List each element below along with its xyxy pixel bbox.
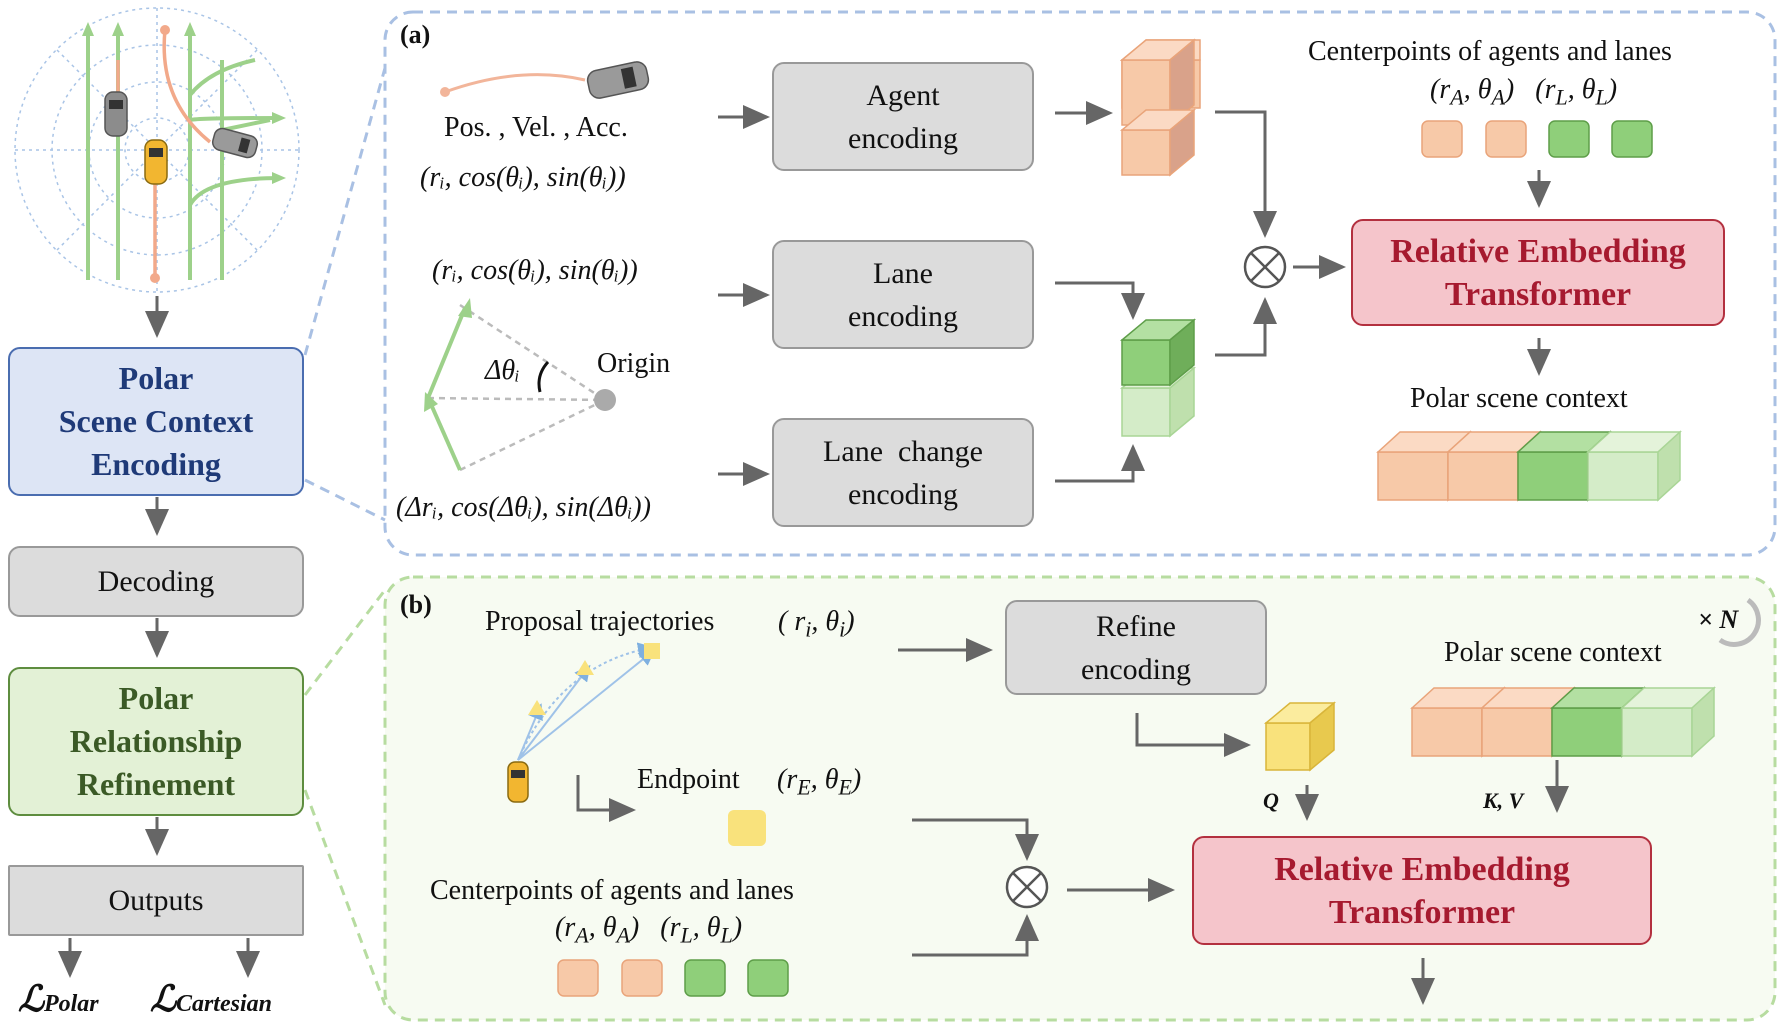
relative-embedding-transformer-b: Relative Embedding Transformer (1192, 836, 1652, 945)
loss-polar: ℒPolar (18, 978, 99, 1020)
outputs-box: Outputs (8, 865, 304, 936)
transformer-b-line2: Transformer (1328, 893, 1516, 931)
centerpoints-math-a: (rA, θA) (rL, θL) (1430, 74, 1618, 110)
polar-rel-line1: Polar (118, 680, 194, 716)
transformer-a-line2: Transformer (1444, 275, 1632, 313)
endpoint-label: Endpoint (637, 764, 740, 795)
panel-b-tag: (b) (400, 590, 432, 619)
repeat-n-label: × N (1698, 605, 1739, 634)
loss-cartesian: ℒCartesian (150, 978, 272, 1020)
repeat-icon (1718, 597, 1761, 647)
loss-cartesian-symbol: ℒ (150, 979, 176, 1019)
lane-feature-cubes (1119, 318, 1197, 438)
lane-change-encoding-box: Lane change encoding (772, 418, 1034, 527)
refine-encoding-line1: Refine (1096, 609, 1176, 643)
polar-scene-context-cubes-b (1410, 686, 1716, 758)
polar-scene-context-label-a: Polar scene context (1410, 383, 1628, 414)
centerpoints-math-b: (rA, θA) (rL, θL) (555, 912, 743, 948)
endpoint-math: (rE, θE) (777, 764, 862, 800)
lane-change-feature-math: (Δrᵢ, cos(Δθᵢ), sin(Δθᵢ)) (396, 492, 651, 523)
polar-relationship-refinement-box: Polar Relationship Refinement (8, 667, 304, 816)
kv-label: K, V (1483, 788, 1524, 813)
polar-rel-line2: Relationship (69, 723, 243, 759)
lane-feature-math: (rᵢ, cos(θᵢ), sin(θᵢ)) (432, 255, 638, 286)
panel-a-tag: (a) (400, 20, 431, 49)
q-label: Q (1263, 788, 1279, 813)
agent-feature-cubes (1119, 38, 1201, 177)
polar-scene-context-cubes-a (1376, 430, 1682, 502)
proposal-trajectories-label: Proposal trajectories (485, 606, 715, 637)
lane-encoding-box: Lane encoding (772, 240, 1034, 349)
panel-a-frame (383, 10, 1777, 557)
relative-embedding-transformer-a: Relative Embedding Transformer (1351, 219, 1725, 326)
polar-scene-illustration (14, 7, 300, 293)
agent-encoding-box: Agent encoding (772, 62, 1034, 171)
lane-encoding-line2: encoding (848, 299, 958, 333)
polar-scene-line2: Scene Context (58, 403, 254, 439)
centerpoints-label-a: Centerpoints of agents and lanes (1308, 36, 1672, 67)
query-cube (1263, 701, 1337, 772)
agent-encoding-line2: encoding (848, 121, 958, 155)
delta-theta-label: Δθᵢ (485, 355, 520, 386)
decoding-label: Decoding (97, 565, 215, 598)
polar-scene-context-label-b: Polar scene context (1444, 637, 1662, 668)
endpoint-square (728, 810, 766, 846)
proposal-math: ( ri, θi) (778, 606, 855, 642)
origin-label: Origin (597, 348, 671, 379)
lane-change-line2: encoding (848, 477, 958, 511)
lane-encoding-line1: Lane (873, 256, 933, 290)
loss-polar-subscript: Polar (43, 991, 99, 1017)
centerpoints-label-b: Centerpoints of agents and lanes (430, 875, 794, 906)
lane-change-line1: Lane change (823, 434, 983, 468)
agent-encoding-line1: Agent (866, 78, 940, 112)
polar-rel-line3: Refinement (76, 766, 236, 802)
decoding-box: Decoding (8, 546, 304, 617)
transformer-b-line1: Relative Embedding (1274, 850, 1570, 888)
loss-cartesian-subscript: Cartesian (175, 991, 272, 1017)
polar-scene-line3: Encoding (91, 446, 221, 482)
transformer-a-line1: Relative Embedding (1390, 232, 1686, 270)
loss-polar-symbol: ℒ (18, 979, 44, 1019)
pos-vel-acc-label: Pos. , Vel. , Acc. (444, 112, 628, 143)
refine-encoding-line2: encoding (1081, 652, 1191, 686)
refine-encoding-box: Refine encoding (1005, 600, 1267, 695)
outputs-label: Outputs (108, 884, 204, 917)
proposal-trajectories-illustration (507, 642, 660, 803)
polar-scene-context-encoding-box: Polar Scene Context Encoding (8, 347, 304, 496)
polar-scene-line1: Polar (118, 360, 194, 396)
agent-feature-math: (rᵢ, cos(θᵢ), sin(θᵢ)) (420, 162, 626, 193)
